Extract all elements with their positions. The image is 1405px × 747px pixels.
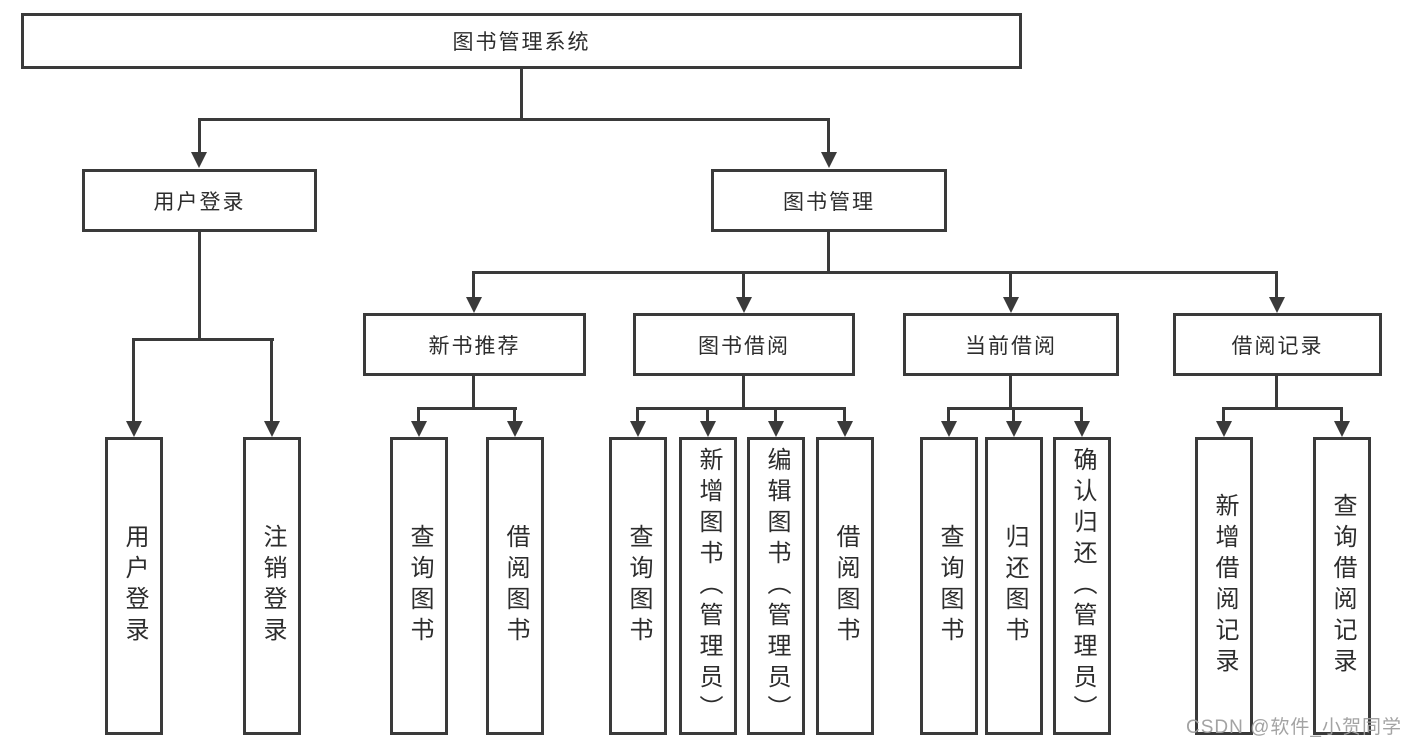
leaf-add-book-admin-label: 新增图书（管理员） xyxy=(695,446,722,726)
connector-arrow-line xyxy=(513,407,516,422)
leaf-query-books-2-label: 查询图书 xyxy=(625,524,652,648)
node-current-borrow: 当前借阅 xyxy=(903,313,1119,376)
connector-arrow-line xyxy=(1340,407,1343,422)
leaf-borrow-books-1: 借阅图书 xyxy=(486,437,544,735)
leaf-user-login: 用户登录 xyxy=(105,437,163,735)
leaf-query-borrow-record: 查询借阅记录 xyxy=(1313,437,1371,735)
connector-level2-branch xyxy=(198,118,830,121)
leaf-edit-book-admin: 编辑图书（管理员） xyxy=(747,437,805,735)
connector-root-stem xyxy=(520,69,523,120)
connector-branch xyxy=(1222,407,1343,410)
connector-arrow-line xyxy=(1275,271,1278,299)
connector-arrow-line xyxy=(270,338,273,423)
connector-arrowhead xyxy=(630,421,646,437)
leaf-logout-label: 注销登录 xyxy=(259,524,286,648)
connector-arrow-line xyxy=(132,338,135,423)
connector-arrow-line xyxy=(1080,407,1083,422)
connector-arrowhead xyxy=(264,421,280,437)
connector-arrowhead xyxy=(1269,297,1285,313)
leaf-confirm-return-admin-label: 确认归还（管理员） xyxy=(1069,446,1096,726)
connector-arrowhead xyxy=(821,152,837,168)
leaf-borrow-books-2-label: 借阅图书 xyxy=(832,524,859,648)
connector-arrowhead xyxy=(941,421,957,437)
connector-stem xyxy=(472,376,475,409)
leaf-add-borrow-record: 新增借阅记录 xyxy=(1195,437,1253,735)
connector-arrowhead xyxy=(191,152,207,168)
node-new-book-recommend: 新书推荐 xyxy=(363,313,586,376)
connector-arrow-line xyxy=(472,271,475,299)
leaf-query-books-1: 查询图书 xyxy=(390,437,448,735)
connector-arrowhead xyxy=(768,421,784,437)
connector-arrowhead xyxy=(837,421,853,437)
node-book-management: 图书管理 xyxy=(711,169,947,232)
connector-stem xyxy=(742,376,745,409)
csdn-watermark: CSDN @软件_小贺同学 xyxy=(1186,717,1402,738)
connector-arrow-line xyxy=(843,407,846,422)
node-root: 图书管理系统 xyxy=(21,13,1022,69)
connector-arrowhead xyxy=(1216,421,1232,437)
connector-arrow-line xyxy=(827,118,830,154)
connector-arrow-line xyxy=(198,118,201,154)
connector-arrowhead xyxy=(126,421,142,437)
connector-arrowhead xyxy=(700,421,716,437)
leaf-query-books-2: 查询图书 xyxy=(609,437,667,735)
connector-arrow-line xyxy=(636,407,639,422)
node-book-management-label: 图书管理 xyxy=(783,190,875,214)
leaf-borrow-books-1-label: 借阅图书 xyxy=(502,524,529,648)
node-user-login: 用户登录 xyxy=(82,169,317,232)
leaf-query-books-3-label: 查询图书 xyxy=(936,524,963,648)
connector-branch xyxy=(947,407,1083,410)
connector-book-mgmt-stem xyxy=(827,232,830,274)
connector-arrowhead xyxy=(1074,421,1090,437)
node-borrow-records: 借阅记录 xyxy=(1173,313,1382,376)
leaf-query-books-3: 查询图书 xyxy=(920,437,978,735)
connector-arrow-line xyxy=(1012,407,1015,422)
connector-arrowhead xyxy=(507,421,523,437)
node-user-login-label: 用户登录 xyxy=(153,190,246,214)
connector-arrowhead xyxy=(1334,421,1350,437)
leaf-borrow-books-2: 借阅图书 xyxy=(816,437,874,735)
connector-arrowhead xyxy=(411,421,427,437)
leaf-return-book: 归还图书 xyxy=(985,437,1043,735)
connector-arrow-line xyxy=(1009,271,1012,299)
node-book-borrow-label: 图书借阅 xyxy=(698,334,790,358)
node-borrow-records-label: 借阅记录 xyxy=(1231,334,1324,358)
node-current-borrow-label: 当前借阅 xyxy=(965,334,1057,358)
connector-stem xyxy=(1275,376,1278,409)
connector-arrowhead xyxy=(736,297,752,313)
leaf-confirm-return-admin: 确认归还（管理员） xyxy=(1053,437,1111,735)
connector-user-login-stem xyxy=(198,232,201,340)
node-new-book-recommend-label: 新书推荐 xyxy=(428,334,521,358)
leaf-return-book-label: 归还图书 xyxy=(1001,524,1028,648)
leaf-query-books-1-label: 查询图书 xyxy=(406,524,433,648)
leaf-user-login-label: 用户登录 xyxy=(121,524,148,648)
connector-arrowhead xyxy=(1003,297,1019,313)
connector-arrow-line xyxy=(774,407,777,422)
node-book-borrow: 图书借阅 xyxy=(633,313,855,376)
connector-arrowhead xyxy=(466,297,482,313)
connector-arrow-line xyxy=(947,407,950,422)
connector-user-login-branch xyxy=(133,338,274,341)
leaf-logout: 注销登录 xyxy=(243,437,301,735)
connector-arrow-line xyxy=(417,407,420,422)
leaf-add-borrow-record-label: 新增借阅记录 xyxy=(1211,493,1238,679)
connector-arrow-line xyxy=(742,271,745,299)
connector-arrowhead xyxy=(1006,421,1022,437)
connector-stem xyxy=(1009,376,1012,409)
connector-arrow-line xyxy=(706,407,709,422)
leaf-query-borrow-record-label: 查询借阅记录 xyxy=(1329,493,1356,679)
leaf-add-book-admin: 新增图书（管理员） xyxy=(679,437,737,735)
connector-level3-branch xyxy=(473,271,1277,274)
connector-branch xyxy=(636,407,846,410)
connector-arrow-line xyxy=(1222,407,1225,422)
connector-branch xyxy=(417,407,517,410)
leaf-edit-book-admin-label: 编辑图书（管理员） xyxy=(763,446,790,726)
node-root-label: 图书管理系统 xyxy=(452,31,591,54)
